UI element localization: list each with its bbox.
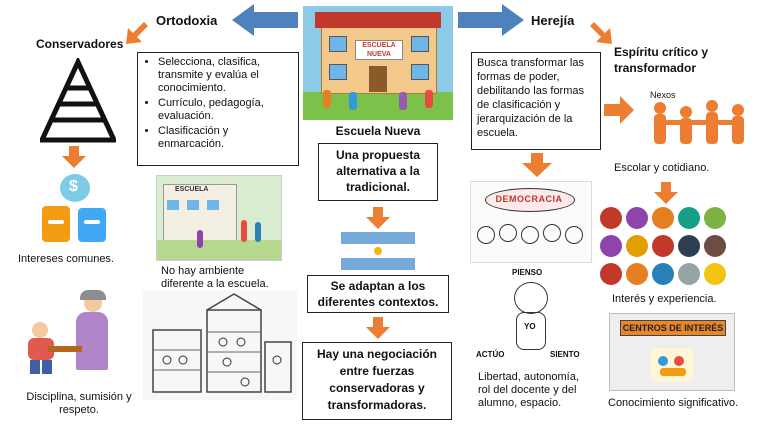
pienso-actuo-siento-image: PIENSO YO ACTÚO SIENTO: [474, 266, 590, 366]
intereses-label: Intereses comunes.: [18, 253, 114, 265]
democracia-image: DEMOCRACIA: [470, 181, 592, 263]
school-sign: ESCUELA NUEVA: [355, 40, 403, 60]
arrow-down-right-2: [654, 182, 678, 204]
book-icon: [652, 263, 674, 285]
negociacion-box: Hay una negociación entre fuerzas conser…: [302, 342, 452, 420]
leaf-icon: [678, 207, 700, 229]
basket-icon: [652, 207, 674, 229]
herejia-title: Herejía: [531, 13, 575, 28]
escolar-label: Escolar y cotidiano.: [614, 162, 710, 174]
conservadores-title: Conservadores: [36, 37, 124, 51]
interes-label: Interés y experiencia.: [612, 293, 717, 305]
chart-icon: [704, 263, 726, 285]
ortodoxia-bullet-1: Selecciona, clasifica, transmite y evalú…: [158, 56, 294, 95]
libertad-label: Libertad, autonomía, rol del docente y d…: [478, 371, 579, 409]
treble-icon: [600, 263, 622, 285]
adaptan-box: Se adaptan a los diferentes contextos.: [307, 275, 449, 313]
atom-icon: [704, 207, 726, 229]
math-icon: [678, 235, 700, 257]
return-icon: [626, 263, 648, 285]
pyramid-icon: [40, 58, 116, 143]
interest-icons-grid: [600, 207, 736, 287]
flag-sun-icon: [374, 247, 382, 255]
ortodoxia-box: Selecciona, clasifica, transmite y evalú…: [137, 52, 299, 166]
nexos-word: Nexos: [650, 90, 676, 100]
democracia-word: DEMOCRACIA: [495, 194, 563, 204]
disciplina-label: Disciplina, sumisión y respeto.: [26, 391, 132, 416]
teacher-student-image: [18, 286, 130, 382]
argentina-flag: [341, 232, 415, 270]
arrow-to-espiritu: [590, 22, 612, 44]
flame-icon: [704, 235, 726, 257]
pen-icon: [600, 235, 622, 257]
school-sketch-image: [143, 290, 297, 400]
centros-title: CENTROS DE INTERÉS: [620, 320, 726, 336]
arrow-down-center-1: [366, 207, 390, 229]
centros-interes-card: CENTROS DE INTERÉS: [609, 313, 735, 391]
adaptan-text: Se adaptan a los diferentes contextos.: [317, 279, 439, 309]
ortodoxia-title: Ortodoxia: [156, 13, 218, 28]
arrow-down-center-2: [366, 317, 390, 339]
school-photo-sign: ESCUELA: [175, 186, 209, 193]
center-title: Escuela Nueva: [335, 124, 421, 138]
pienso-word: PIENSO: [512, 268, 543, 277]
herejia-text: Busca transformar las formas de poder, d…: [477, 57, 585, 139]
propuesta-box: Una propuesta alternativa a la tradicion…: [318, 143, 438, 201]
actuo-word: ACTÚO: [476, 350, 505, 359]
propuesta-text: Una propuesta alternativa a la tradicion…: [335, 148, 420, 194]
bottle-icon: [678, 263, 700, 285]
school-building-image: ESCUELA NUEVA: [303, 6, 453, 120]
ortodoxia-bullet-2: Currículo, pedagogía, evaluación.: [158, 97, 294, 123]
arrow-to-conservadores: [126, 22, 148, 44]
herejia-box: Busca transformar las formas de poder, d…: [471, 52, 601, 150]
arrow-right-herejia: [458, 4, 524, 36]
ortodoxia-bullet-3: Clasificación y enmarcación.: [158, 125, 294, 151]
espiritu-title: Espíritu crítico y transformador: [614, 45, 709, 75]
siento-word: SIENTO: [550, 350, 580, 359]
film-icon: [626, 207, 648, 229]
music-icon: [626, 235, 648, 257]
no-ambiente-label: No hay ambiente diferente a la escuela.: [161, 265, 269, 290]
arrow-right-to-nexos: [604, 96, 634, 124]
nexos-image: Nexos: [646, 84, 754, 148]
yo-word: YO: [524, 322, 536, 331]
conocimiento-label: Conocimiento significativo.: [608, 397, 739, 409]
arrow-down-left-1: [62, 146, 86, 168]
negociacion-text: Hay una negociación entre fuerzas conser…: [316, 347, 438, 412]
brush-icon: [652, 235, 674, 257]
common-interests-image: $: [36, 170, 114, 246]
arrow-left-ortodoxia: [232, 4, 298, 36]
school-photo: ESCUELA: [156, 175, 282, 261]
paint-icon: [600, 207, 622, 229]
arrow-down-right-1: [522, 153, 552, 177]
